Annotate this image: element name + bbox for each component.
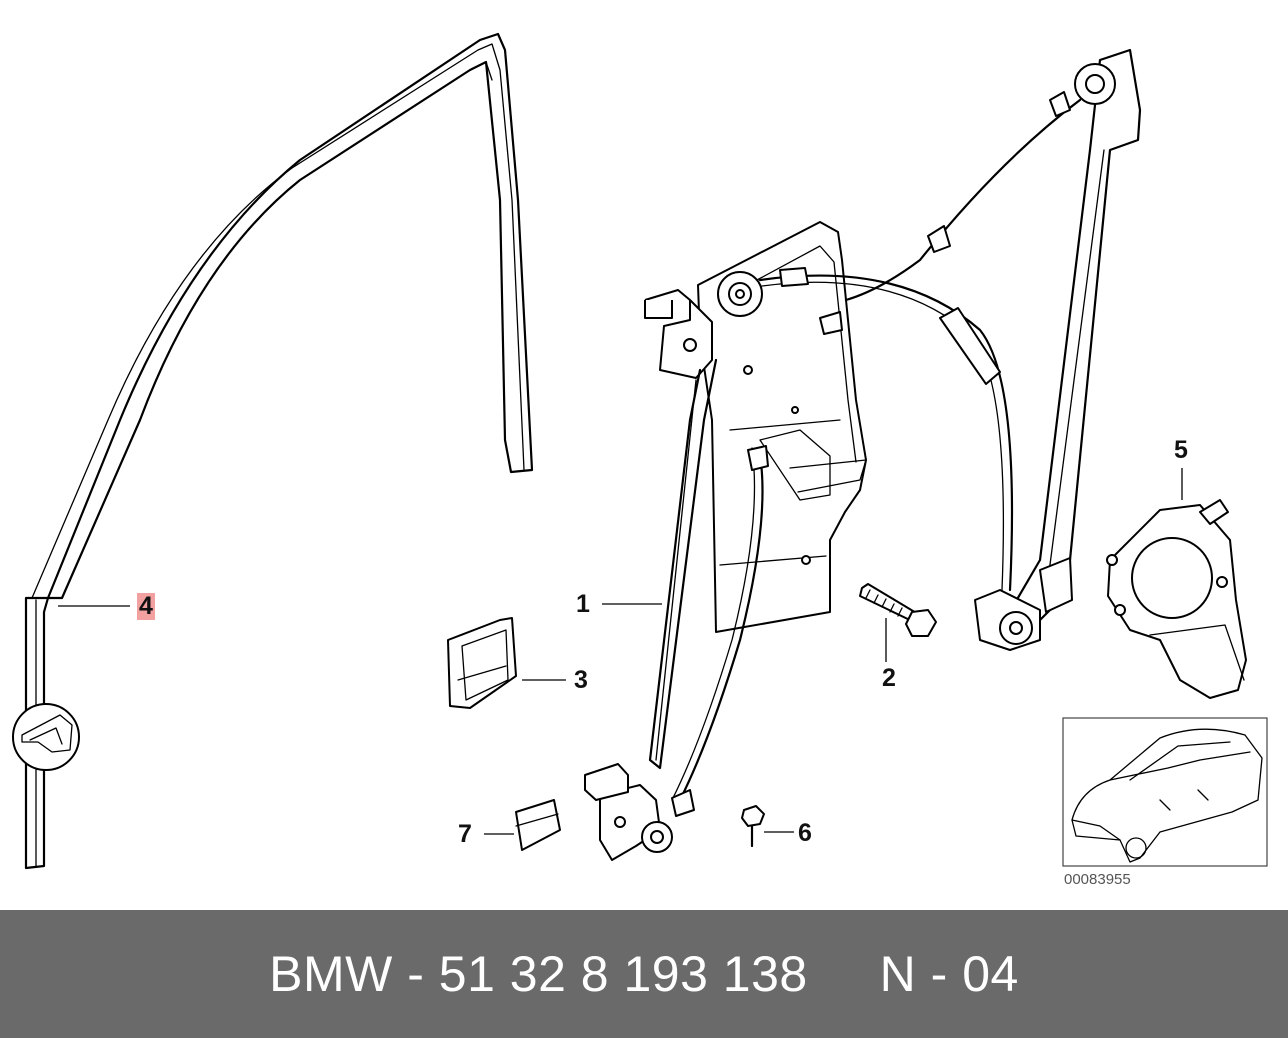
callout-4: 4 xyxy=(137,592,155,620)
callout-3: 3 xyxy=(574,666,588,694)
clip-bracket xyxy=(447,617,517,709)
vehicle-locator-inset xyxy=(1062,717,1268,867)
window-motor xyxy=(1106,499,1247,699)
callout-2: 2 xyxy=(882,664,896,692)
bolt xyxy=(859,583,937,637)
motor-housing xyxy=(1131,537,1213,619)
small-clip xyxy=(515,799,561,851)
parts-diagram xyxy=(12,32,1268,870)
fastener-pin xyxy=(741,805,765,848)
detail-magnifier-circle xyxy=(12,703,80,771)
callout-6: 6 xyxy=(798,819,812,847)
diagram-reference-code: 00083955 xyxy=(1064,871,1131,888)
callout-5: 5 xyxy=(1174,436,1188,464)
callout-7: 7 xyxy=(458,820,472,848)
footer-bar: BMW - 51 32 8 193 138 N - 04 xyxy=(0,910,1288,1038)
window-guide-rail xyxy=(12,32,534,870)
part-number-caption: BMW - 51 32 8 193 138 N - 04 xyxy=(269,946,1019,1002)
window-regulator xyxy=(584,221,1014,861)
right-regulator-rail xyxy=(844,48,1142,651)
callout-1: 1 xyxy=(576,590,590,618)
